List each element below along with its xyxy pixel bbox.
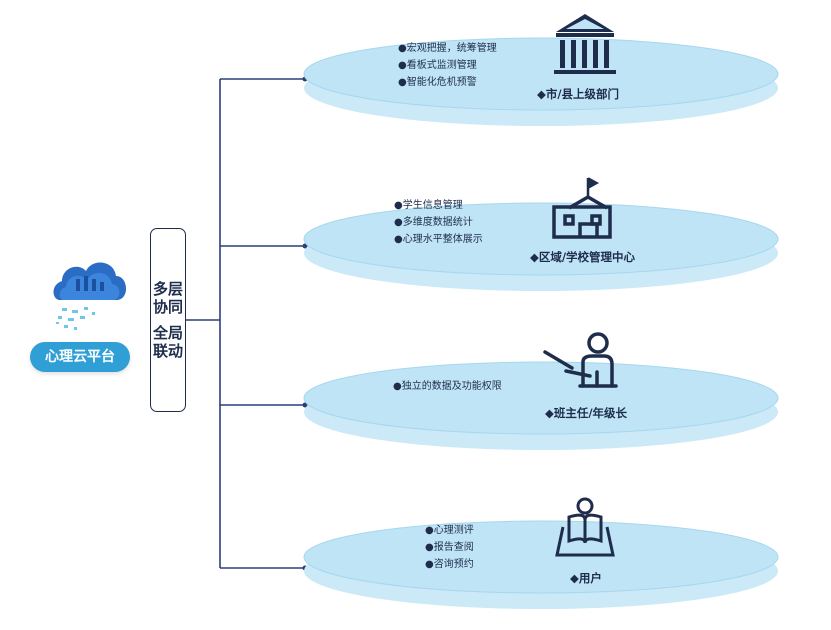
- slogan-box: 多层 协同 全局 联动: [150, 228, 186, 412]
- level-ellipse-3: [303, 361, 779, 450]
- level-3-feature-list: ●独立的数据及功能权限: [393, 378, 502, 395]
- cloud-platform-icon: [53, 262, 127, 330]
- feature-item: ●独立的数据及功能权限: [393, 381, 502, 392]
- feature-item: ●看板式监测管理: [398, 60, 477, 71]
- level-2-feature-list: ●学生信息管理 ●多维度数据统计 ●心理水平整体展示: [394, 197, 483, 248]
- feature-item: ●智能化危机预警: [398, 77, 477, 88]
- level-ellipse-2: [303, 202, 779, 291]
- level-2-label: ◆区域/学校管理中心: [530, 250, 636, 264]
- feature-item: ●心理测评: [425, 525, 474, 536]
- reader-user-icon: [555, 497, 615, 557]
- teacher-pointer-icon: [543, 332, 618, 388]
- platform-badge: 心理云平台: [30, 342, 130, 372]
- slogan-line: 联动: [152, 342, 183, 360]
- level-4-label: ◆用户: [570, 571, 602, 585]
- level-ellipse-4: [303, 520, 779, 609]
- level-3-label: ◆班主任/年级长: [545, 406, 628, 420]
- feature-item: ●学生信息管理: [394, 200, 463, 211]
- level-1-label: ◆市/县上级部门: [537, 87, 620, 101]
- level-ellipse-1: [303, 37, 779, 126]
- slogan-line: 全局: [152, 324, 183, 342]
- feature-item: ●多维度数据统计: [394, 217, 473, 228]
- school-building-icon: [552, 177, 612, 239]
- feature-item: ●心理水平整体展示: [394, 234, 483, 245]
- level-1-feature-list: ●宏观把握，统筹管理 ●看板式监测管理 ●智能化危机预警: [398, 40, 497, 91]
- government-building-icon: [554, 14, 616, 74]
- slogan-line: 多层: [152, 280, 183, 298]
- level-4-feature-list: ●心理测评 ●报告查阅 ●咨询预约: [425, 522, 474, 573]
- feature-item: ●报告查阅: [425, 542, 474, 553]
- feature-item: ●咨询预约: [425, 559, 474, 570]
- feature-item: ●宏观把握，统筹管理: [398, 43, 497, 54]
- slogan-line: 协同: [152, 298, 183, 316]
